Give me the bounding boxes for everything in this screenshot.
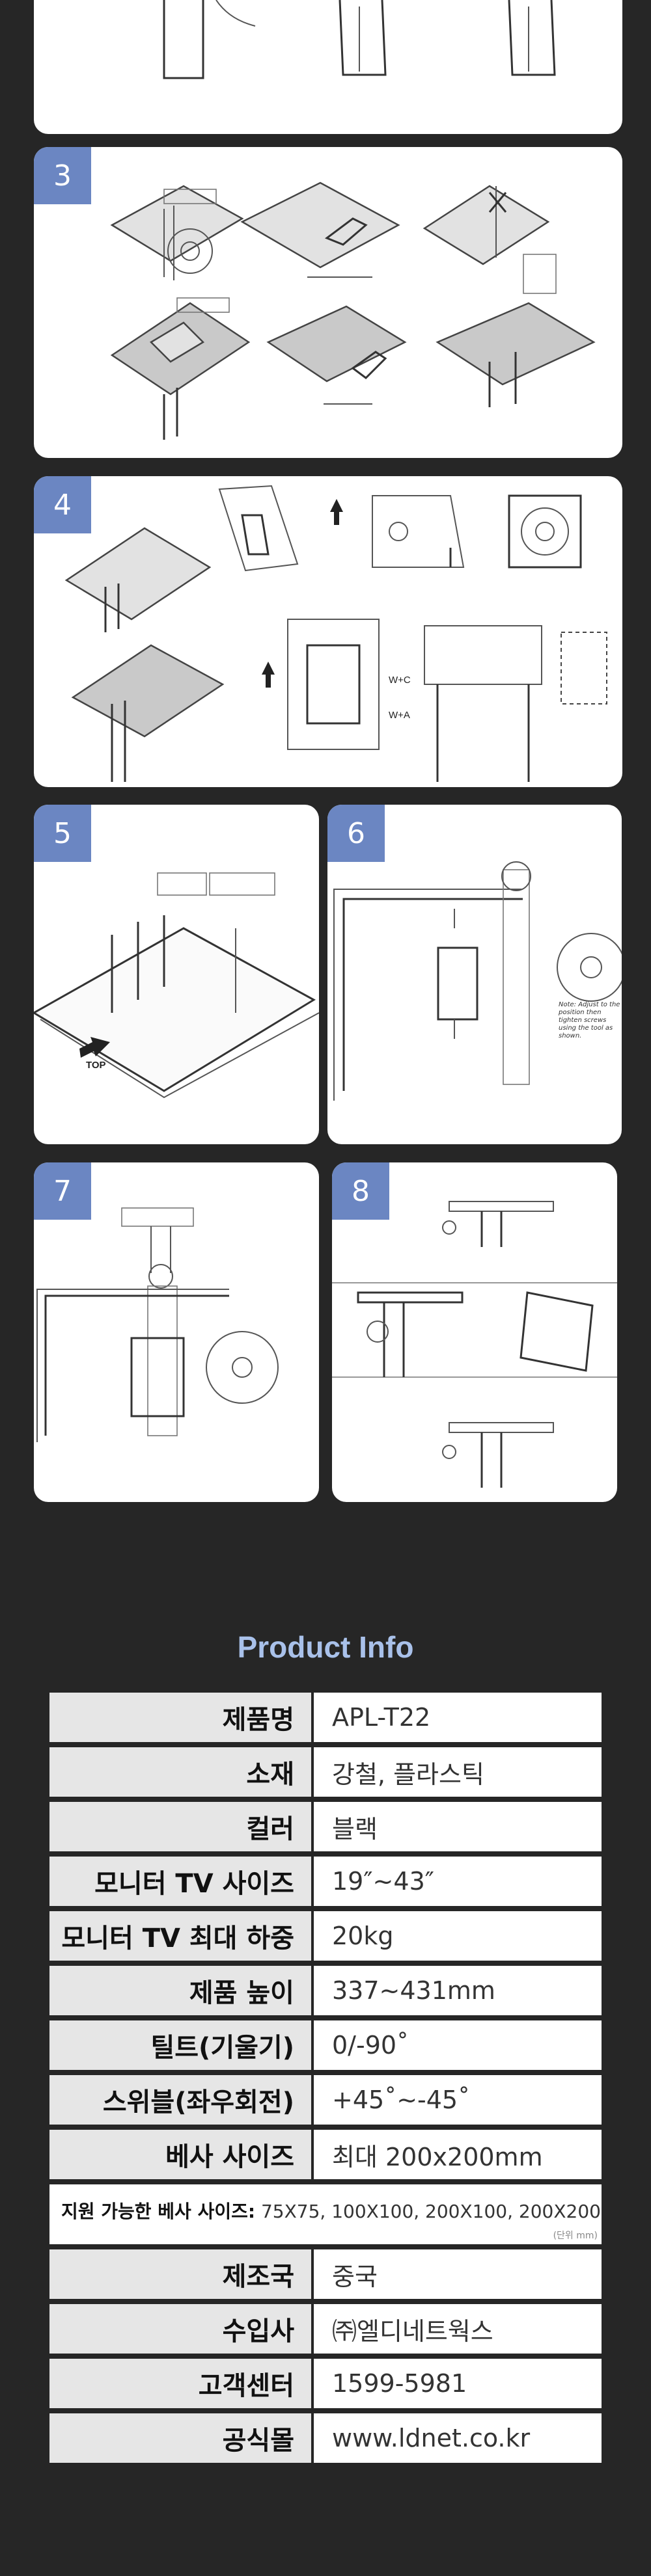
spec-row-customer-center: 고객센터 1599-5981 bbox=[49, 2359, 602, 2408]
step-number-badge: 8 bbox=[332, 1162, 389, 1220]
step-number-badge: 6 bbox=[327, 805, 385, 862]
spec-row-product-name: 제품명 APL-T22 bbox=[49, 1693, 602, 1742]
step-2-card bbox=[34, 0, 622, 134]
product-info-title: Product Info bbox=[237, 1630, 414, 1664]
spec-value: 강철, 플라스틱 bbox=[314, 1747, 602, 1797]
spec-label: 소재 bbox=[49, 1747, 311, 1797]
step-6-card: Note: Adjust to the position then tighte… bbox=[327, 805, 622, 1144]
spec-value: 20kg bbox=[314, 1911, 602, 1961]
step-3-card: 3 bbox=[34, 147, 622, 458]
spec-label: 제조국 bbox=[49, 2249, 311, 2299]
step-4-card: W+C W+A 4 bbox=[34, 476, 622, 787]
spec-label: 고객센터 bbox=[49, 2359, 311, 2408]
spec-value: www.ldnet.co.kr bbox=[314, 2413, 602, 2463]
top-label: TOP bbox=[86, 1060, 106, 1071]
step-2-illustration bbox=[163, 0, 556, 79]
step-number-badge: 7 bbox=[34, 1162, 91, 1220]
spec-label: 모니터 TV 최대 하중 bbox=[49, 1911, 311, 1961]
spec-value: 0/-90˚ bbox=[314, 2020, 602, 2070]
spec-row-official-mall: 공식몰 www.ldnet.co.kr bbox=[49, 2413, 602, 2463]
vesa-supported-label: 지원 가능한 베사 사이즈: bbox=[61, 2201, 256, 2222]
vesa-supported-text: 지원 가능한 베사 사이즈: 75X75, 100X100, 200X100, … bbox=[61, 2197, 601, 2223]
step-number-badge: 3 bbox=[34, 147, 91, 204]
spec-label: 공식몰 bbox=[49, 2413, 311, 2463]
spec-label: 제품 높이 bbox=[49, 1966, 311, 2015]
step-7-illustration bbox=[36, 1207, 279, 1442]
spec-label: 스위블(좌우회전) bbox=[49, 2075, 311, 2125]
spec-table: 제품명 APL-T22 소재 강철, 플라스틱 컬러 블랙 모니터 TV 사이즈… bbox=[49, 1693, 602, 2473]
spec-label: 틸트(기울기) bbox=[49, 2020, 311, 2070]
spec-label: 제품명 bbox=[49, 1693, 311, 1742]
spec-label: 베사 사이즈 bbox=[49, 2130, 311, 2179]
step-5-card: TOP 5 bbox=[34, 805, 319, 1144]
spec-value: 블랙 bbox=[314, 1802, 602, 1851]
spec-row-height: 제품 높이 337~431mm bbox=[49, 1966, 602, 2015]
step-4-illustration: W+C W+A bbox=[64, 485, 607, 782]
wc-label: W+C bbox=[389, 675, 411, 686]
spec-row-max-load: 모니터 TV 최대 하중 20kg bbox=[49, 1911, 602, 1961]
wa-label: W+A bbox=[389, 710, 410, 721]
spec-label: 컬러 bbox=[49, 1802, 311, 1851]
spec-row-importer: 수입사 ㈜엘디네트웍스 bbox=[49, 2304, 602, 2354]
spec-row-color: 컬러 블랙 bbox=[49, 1802, 602, 1851]
spec-row-screen-size: 모니터 TV 사이즈 19″~43″ bbox=[49, 1857, 602, 1906]
spec-row-vesa: 베사 사이즈 최대 200x200mm bbox=[49, 2130, 602, 2179]
spec-value: +45˚~-45˚ bbox=[314, 2075, 602, 2125]
spec-label: 모니터 TV 사이즈 bbox=[49, 1857, 311, 1906]
step-8-card: 8 bbox=[332, 1162, 617, 1502]
spec-value: 1599-5981 bbox=[314, 2359, 602, 2408]
spec-value: APL-T22 bbox=[314, 1693, 602, 1742]
step-5-illustration: TOP bbox=[34, 872, 319, 1099]
spec-row-swivel: 스위블(좌우회전) +45˚~-45˚ bbox=[49, 2075, 602, 2125]
spec-row-tilt: 틸트(기울기) 0/-90˚ bbox=[49, 2020, 602, 2070]
step-7-card: 7 bbox=[34, 1162, 319, 1502]
spec-value: 19″~43″ bbox=[314, 1857, 602, 1906]
vesa-unit-note: (단위 mm) bbox=[553, 2231, 598, 2241]
vesa-supported-value: 75X75, 100X100, 200X100, 200X200 bbox=[255, 2201, 601, 2222]
spec-row-vesa-supported: 지원 가능한 베사 사이즈: 75X75, 100X100, 200X100, … bbox=[49, 2184, 602, 2244]
spec-value: 337~431mm bbox=[314, 1966, 602, 2015]
step-3-illustration bbox=[110, 181, 596, 440]
spec-row-material: 소재 강철, 플라스틱 bbox=[49, 1747, 602, 1797]
spec-label: 수입사 bbox=[49, 2304, 311, 2354]
step-6-illustration bbox=[333, 861, 622, 1101]
adjust-note: Note: Adjust to the position then tighte… bbox=[559, 1001, 620, 1040]
step-number-badge: 4 bbox=[34, 476, 91, 533]
spec-value: 최대 200x200mm bbox=[314, 2130, 602, 2179]
step-number-badge: 5 bbox=[34, 805, 91, 862]
spec-row-origin: 제조국 중국 bbox=[49, 2249, 602, 2299]
step-8-illustration bbox=[332, 1201, 617, 1488]
spec-value: ㈜엘디네트웍스 bbox=[314, 2304, 602, 2354]
spec-value: 중국 bbox=[314, 2249, 602, 2299]
